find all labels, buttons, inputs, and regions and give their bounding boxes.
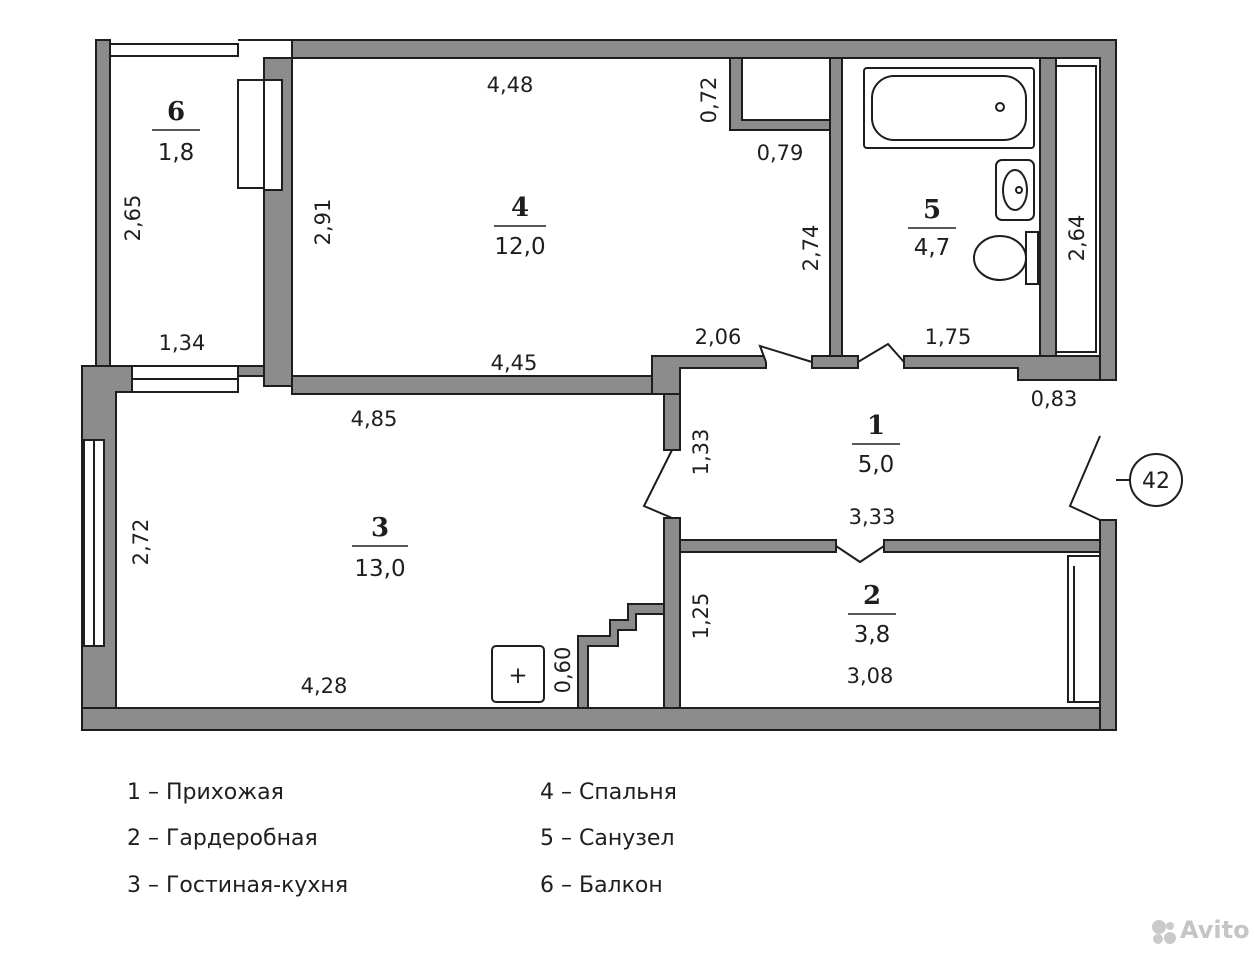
dim-r4-right: 2,74 — [799, 225, 823, 272]
dim-r6-left: 2,65 — [121, 195, 145, 242]
room-label-6: 6 1,8 — [152, 97, 200, 166]
bathtub-drain — [995, 102, 1005, 112]
entrance-door — [1068, 435, 1101, 521]
room-label-1: 1 5,0 — [852, 411, 900, 478]
legend-item-6: 6 – Балкон — [540, 873, 663, 898]
hall-top-wall-right — [903, 355, 1101, 381]
legend-item-1: 1 – Прихожая — [127, 780, 284, 805]
vent-shaft — [1055, 65, 1097, 353]
wall-hall-wardrobe-right — [883, 539, 1101, 553]
svg-text:42: 42 — [1142, 469, 1170, 494]
vent-box — [491, 645, 545, 703]
hall-top-wall-left — [651, 355, 767, 395]
room-label-5: 5 4,7 — [908, 195, 956, 261]
avito-watermark: Avito — [1150, 912, 1250, 952]
hall-top-wall-mid — [811, 355, 859, 369]
wall-living-hall-upper — [663, 393, 681, 451]
dim-r2-left: 1,25 — [689, 593, 713, 640]
dim-r1-top: 2,06 — [695, 325, 742, 349]
svg-text:1: 1 — [867, 411, 885, 441]
svg-text:4: 4 — [511, 193, 529, 223]
legend-item-4: 4 – Спальня — [540, 780, 677, 805]
legend-item-3: 3 – Гостиная-кухня — [127, 873, 349, 898]
dim-r1-bottom: 3,33 — [849, 505, 896, 529]
outer-wall-bottom — [81, 707, 1117, 731]
closet-walls — [729, 57, 831, 131]
vent-symbol: + — [508, 663, 527, 689]
dim-r2-bottom: 3,08 — [847, 664, 894, 688]
room-label-2: 2 3,8 — [848, 581, 896, 648]
legend-item-5: 5 – Санузел — [540, 826, 675, 851]
dim-r1-left: 1,33 — [689, 429, 713, 476]
wall-bedroom-bath — [829, 57, 843, 357]
svg-text:5: 5 — [923, 195, 941, 225]
svg-text:5,0: 5,0 — [858, 452, 895, 478]
wall-living-hall-lower — [663, 517, 681, 709]
svg-text:1,8: 1,8 — [158, 140, 195, 166]
svg-text:3: 3 — [371, 513, 389, 543]
dim-r3-top: 4,85 — [351, 407, 398, 431]
dim-closet-d: 0,79 — [757, 141, 804, 165]
wall-bedroom-living — [291, 375, 653, 395]
stepped-niche — [577, 603, 665, 709]
balcony-wall-left — [95, 39, 111, 367]
dim-r4-left: 2,91 — [311, 199, 335, 246]
legend-item-2: 2 – Гардеробная — [127, 826, 318, 851]
dim-r1-right: 0,83 — [1031, 387, 1078, 411]
wardrobe-window — [1067, 555, 1101, 703]
floor-plan: 6 1,8 4 12,0 5 4,7 1 5,0 3 13,0 2 3,8 4,… — [81, 39, 1183, 731]
balcony-window-top — [109, 43, 239, 57]
avito-logo-icon — [1152, 920, 1176, 944]
outer-wall-right — [1099, 519, 1117, 731]
svg-text:4,7: 4,7 — [914, 235, 951, 261]
bath-vent-wall — [1039, 57, 1057, 357]
svg-text:13,0: 13,0 — [354, 556, 405, 582]
dim-r5-bottom: 1,75 — [925, 325, 972, 349]
bathroom-door — [857, 342, 905, 363]
dim-r4-top: 4,48 — [487, 73, 534, 97]
svg-text:3,8: 3,8 — [854, 622, 891, 648]
dim-r3-niche: 0,60 — [551, 647, 575, 694]
room-label-3: 3 13,0 — [352, 513, 408, 582]
dim-r5-right: 2,64 — [1065, 215, 1089, 262]
svg-text:12,0: 12,0 — [494, 234, 545, 260]
flat-number-badge: 42 — [1116, 453, 1183, 507]
living-door — [642, 449, 673, 519]
bathtub-inner — [871, 75, 1027, 141]
wardrobe-door — [835, 545, 885, 564]
dim-closet-w: 0,72 — [697, 77, 721, 124]
room-label-4: 4 12,0 — [494, 193, 546, 260]
dim-r6-bottom: 1,34 — [159, 331, 206, 355]
svg-text:6: 6 — [167, 97, 185, 127]
dim-r3-left: 2,72 — [129, 519, 153, 566]
dim-r3-bottom: 4,28 — [301, 674, 348, 698]
toilet-tank — [1025, 231, 1039, 285]
outer-wall-top — [238, 39, 1117, 381]
toilet-bowl — [973, 235, 1027, 281]
dim-r4-bottom: 4,45 — [491, 351, 538, 375]
balcony-door-sash — [237, 79, 265, 189]
wall-hall-wardrobe-left — [679, 539, 837, 553]
bedroom-door — [758, 344, 813, 363]
svg-text:2: 2 — [863, 581, 881, 611]
